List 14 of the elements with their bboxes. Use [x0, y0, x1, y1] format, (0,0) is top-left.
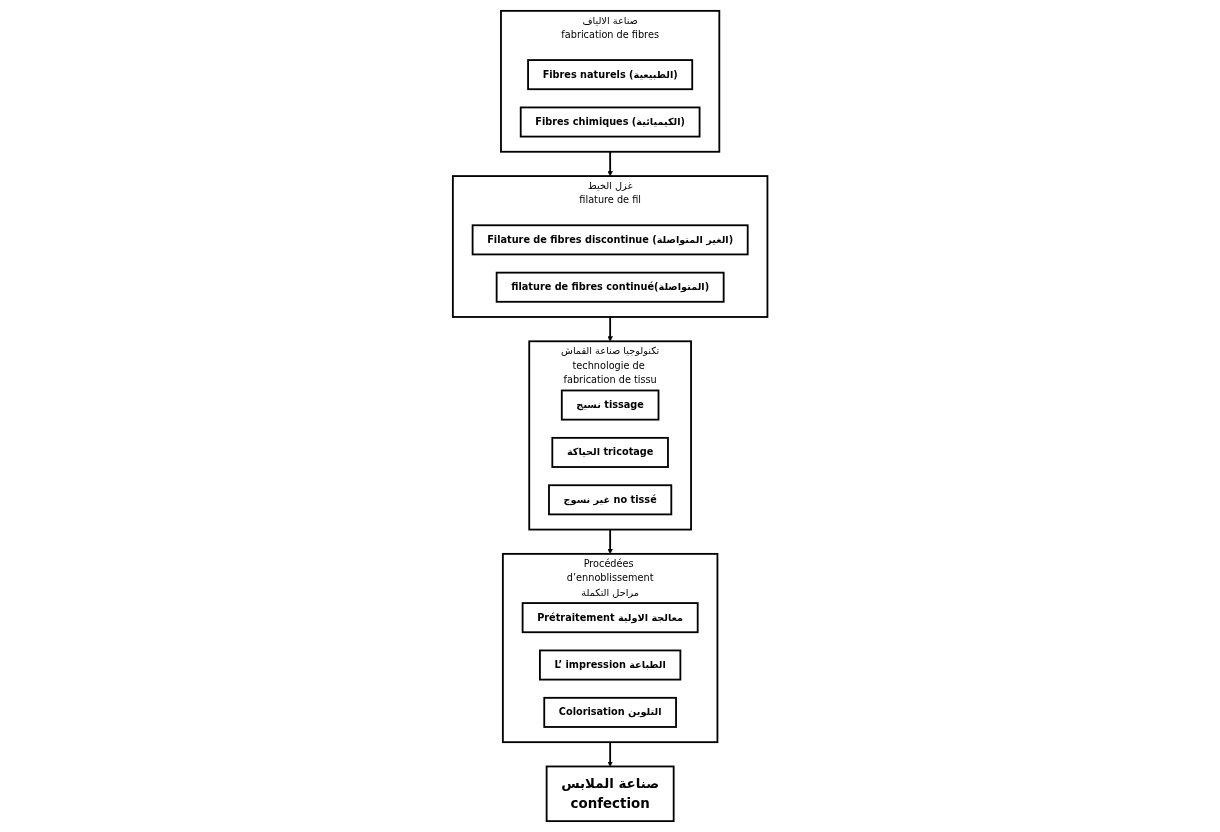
node-box: نسيج tissage: [560, 389, 660, 421]
node-box: Colorisation التلوين: [543, 696, 677, 728]
node-box: Fibres naturels (الطبيعية): [527, 59, 693, 91]
node-box: غير نسوج no tissé: [547, 484, 673, 516]
arrow: [607, 741, 613, 767]
node-box: L’ impression الطباعة: [538, 649, 682, 681]
node-box: Filature de fibres discontinue (الغير المتواصلة): [471, 224, 749, 256]
arrow: [607, 316, 613, 342]
arrow: [607, 150, 613, 177]
node-box: الحياكة tricotage: [551, 436, 669, 468]
node-box: filature de fibres continué(المتواصلة): [495, 271, 725, 303]
arrow: [607, 528, 613, 555]
node-box: Prétraitement معالجة الاولية: [521, 602, 699, 634]
node-box: Fibres chimiques (الكيميائية): [519, 106, 701, 138]
